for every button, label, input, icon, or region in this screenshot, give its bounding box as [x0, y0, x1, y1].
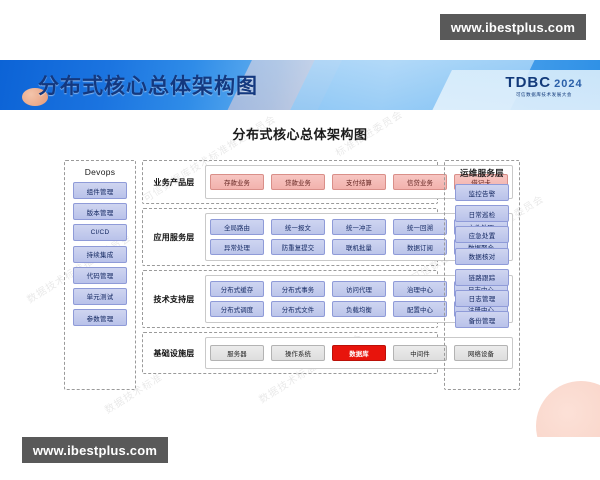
devops-item[interactable]: CI/CD: [73, 224, 127, 242]
layer-cell[interactable]: 服务器: [210, 345, 264, 361]
slide-body: 分布式核心总体架构图 数据技术标准推进委员会 可信数据库技术标准推进委员会 数据…: [0, 110, 600, 437]
architecture-diagram: Devops 组件管理 版本管理 CI/CD 持续集成 代码管理 单元测试 参数…: [64, 160, 520, 390]
layer-cell[interactable]: 贷款业务: [271, 174, 325, 190]
tdbc-logo: TDBC 2024 可信数据库技术发展大会: [496, 68, 592, 104]
devops-item[interactable]: 持续集成: [73, 245, 127, 263]
layer-cell[interactable]: 治理中心: [393, 281, 447, 297]
layer-label: 业务产品层: [153, 177, 195, 187]
layer-label: 应用服务层: [153, 232, 195, 242]
tdbc-logo-year: 2024: [554, 78, 583, 90]
layer-cell-highlighted[interactable]: 数据库: [332, 345, 386, 361]
tdbc-logo-subtitle: 可信数据库技术发展大会: [515, 92, 573, 97]
tdbc-logo-text: TDBC: [505, 74, 552, 91]
layer-technical-support: 技术支持层 分布式缓存 分布式事务 访问代理 治理中心 日志中心 分布式调度 分…: [142, 270, 513, 328]
layer-business-product: 业务产品层 存款业务 贷款业务 支付结算 信贷业务 借记卡: [142, 160, 513, 204]
ops-column: 运维服务层 监控告警 日常巡检 应急处置 数据核对 链路跟踪 日志管理 备份管理: [444, 160, 520, 390]
ops-item[interactable]: 监控告警: [455, 184, 509, 201]
layer-label: 基础设施层: [153, 348, 195, 358]
devops-item[interactable]: 单元测试: [73, 287, 127, 305]
layer-cell[interactable]: 数据订阅: [393, 239, 447, 255]
watermark-bar-top: www.ibestplus.com: [440, 14, 586, 40]
layer-cell[interactable]: 异常处理: [210, 239, 264, 255]
layer-cell[interactable]: 分布式调度: [210, 301, 264, 317]
header-banner: 分布式核心总体架构图 TDBC 2024 可信数据库技术发展大会: [0, 60, 600, 110]
layer-cell[interactable]: 防重复提交: [271, 239, 325, 255]
ops-item[interactable]: 链路跟踪: [455, 268, 509, 286]
tdbc-logo-main: TDBC 2024: [505, 74, 582, 91]
layer-cell[interactable]: 统一冲正: [332, 219, 386, 235]
layer-cell[interactable]: 分布式缓存: [210, 281, 264, 297]
layer-row: 全局路由 统一报文 统一冲正 统一回溯 文件处理: [210, 219, 508, 235]
corner-decoration: [536, 381, 600, 437]
devops-item[interactable]: 代码管理: [73, 266, 127, 284]
layer-cell[interactable]: 信贷业务: [393, 174, 447, 190]
layer-infrastructure: 基础设施层 服务器 操作系统 数据库 中间件 网络设备: [142, 332, 513, 374]
ops-item[interactable]: 日志管理: [455, 289, 509, 307]
layer-cell[interactable]: 操作系统: [271, 345, 325, 361]
banner-dot-icon: [22, 88, 48, 106]
layer-cell[interactable]: 网络设备: [454, 345, 508, 361]
layer-cell[interactable]: 配置中心: [393, 301, 447, 317]
layer-content: 服务器 操作系统 数据库 中间件 网络设备: [205, 337, 513, 369]
layer-cell[interactable]: 分布式文件: [271, 301, 325, 317]
layer-cell[interactable]: 统一报文: [271, 219, 325, 235]
ops-item[interactable]: 备份管理: [455, 311, 509, 329]
devops-item[interactable]: 组件管理: [73, 182, 127, 199]
layer-cell[interactable]: 分布式事务: [271, 281, 325, 297]
banner-title: 分布式核心总体架构图: [38, 75, 258, 98]
devops-item[interactable]: 版本管理: [73, 203, 127, 221]
layer-label: 技术支持层: [153, 294, 195, 304]
diagram-title: 分布式核心总体架构图: [232, 127, 368, 142]
devops-column: Devops 组件管理 版本管理 CI/CD 持续集成 代码管理 单元测试 参数…: [64, 160, 136, 390]
layer-cell[interactable]: 存款业务: [210, 174, 264, 190]
layer-application-service: 应用服务层 全局路由 统一报文 统一冲正 统一回溯 文件处理 异常处理 防重复提…: [142, 208, 513, 266]
layer-cell[interactable]: 全局路由: [210, 219, 264, 235]
ops-item[interactable]: 应急处置: [455, 226, 509, 244]
layer-cell[interactable]: 统一回溯: [393, 219, 447, 235]
devops-column-title: Devops: [84, 167, 116, 177]
layer-row: 存款业务 贷款业务 支付结算 信贷业务 借记卡: [210, 174, 508, 190]
layer-cell[interactable]: 联机批量: [332, 239, 386, 255]
ops-item[interactable]: 日常巡检: [455, 205, 509, 223]
devops-item[interactable]: 参数管理: [73, 309, 127, 327]
layer-row: 服务器 操作系统 数据库 中间件 网络设备: [210, 345, 508, 361]
layer-cell[interactable]: 访问代理: [332, 281, 386, 297]
layer-cell[interactable]: 负载均衡: [332, 301, 386, 317]
watermark-bar-bottom: www.ibestplus.com: [22, 437, 168, 463]
layer-stack: 业务产品层 存款业务 贷款业务 支付结算 信贷业务 借记卡 应用服务层: [142, 160, 513, 390]
layer-cell[interactable]: 中间件: [393, 345, 447, 361]
layer-cell[interactable]: 支付结算: [332, 174, 386, 190]
ops-column-title: 运维服务层: [459, 168, 504, 178]
ops-item[interactable]: 数据核对: [455, 247, 509, 265]
